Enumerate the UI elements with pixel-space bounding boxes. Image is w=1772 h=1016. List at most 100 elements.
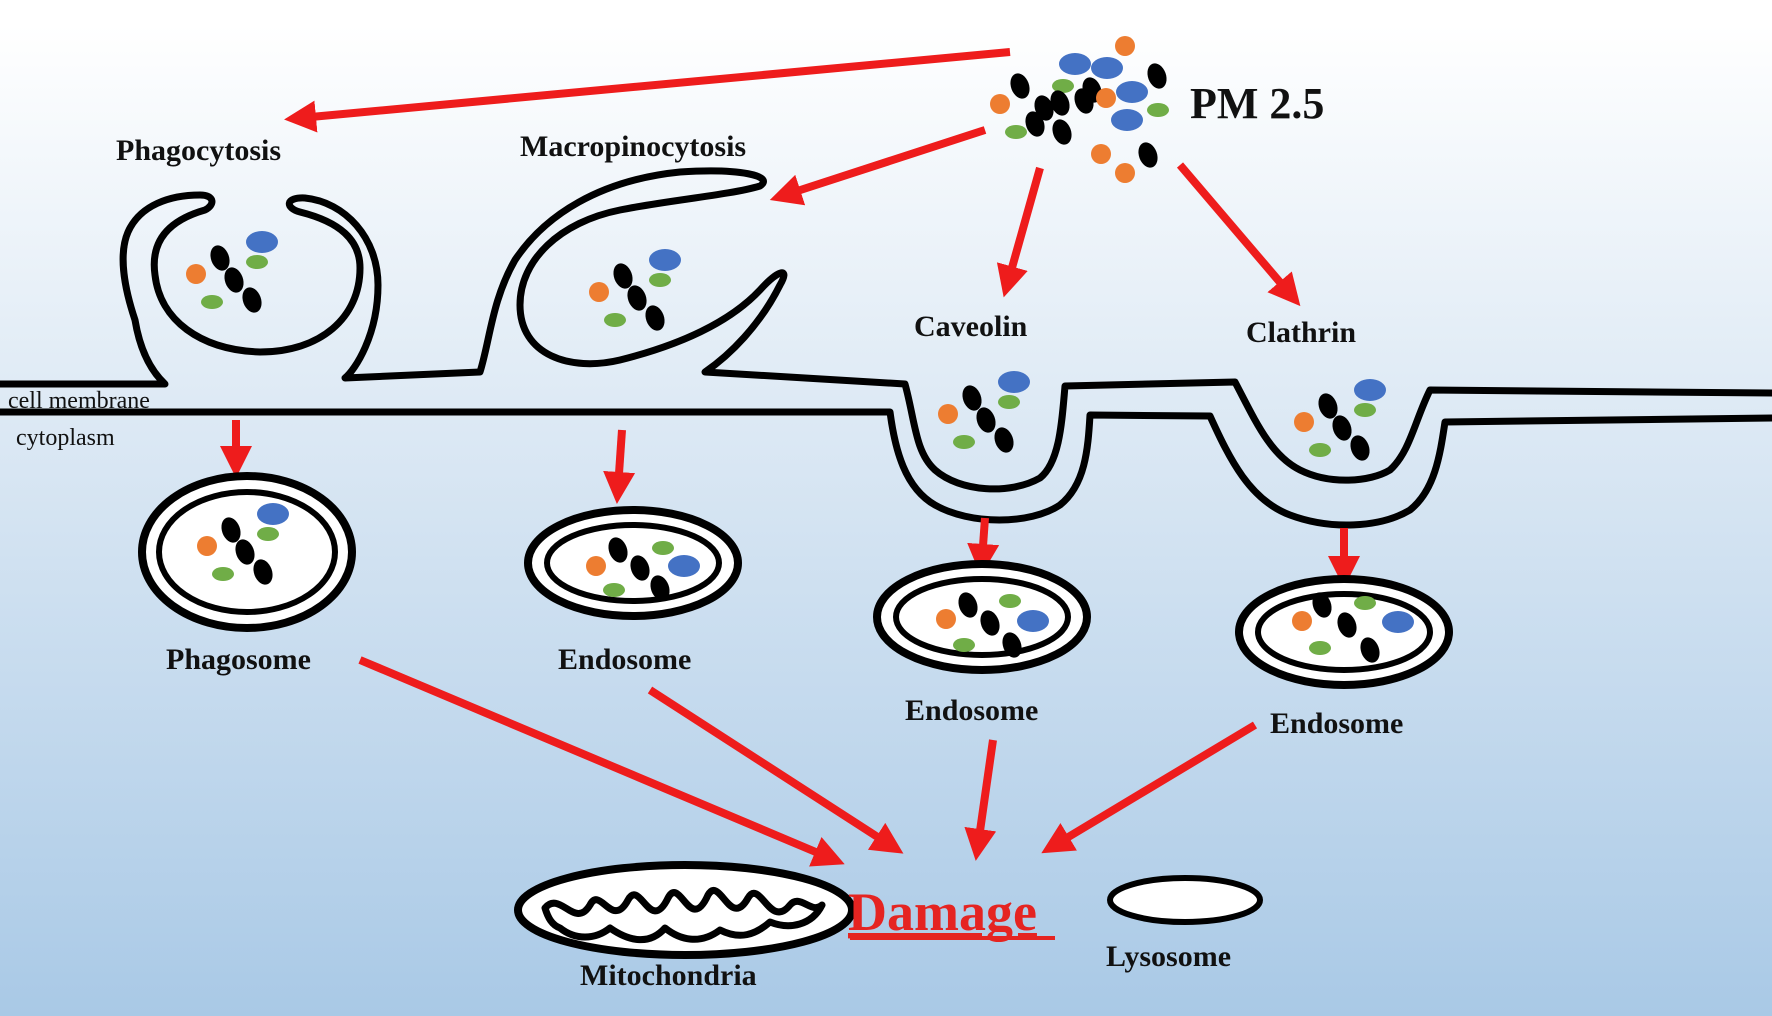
arrow-to-endosome-macro bbox=[603, 429, 636, 504]
particle-green bbox=[649, 273, 671, 287]
particle-black bbox=[235, 539, 255, 565]
particle-blue bbox=[1091, 57, 1123, 79]
particle-orange bbox=[1096, 88, 1116, 108]
particle-orange bbox=[589, 282, 609, 302]
particle-orange bbox=[1294, 412, 1314, 432]
arrow-endosome-macro-to-damage bbox=[647, 686, 904, 854]
endosome-macro-label: Endosome bbox=[558, 643, 691, 676]
particle-blue bbox=[257, 503, 289, 525]
particle-black bbox=[1010, 73, 1030, 99]
particle-green bbox=[212, 567, 234, 581]
particle-black bbox=[613, 263, 633, 289]
arrow-endosome-caveolin-to-damage bbox=[964, 739, 997, 861]
particle-orange bbox=[936, 609, 956, 629]
phagosome-label: Phagosome bbox=[166, 643, 311, 676]
phagocytosis-label: Phagocytosis bbox=[116, 134, 281, 167]
particle-black bbox=[608, 537, 628, 563]
particle-green bbox=[246, 255, 268, 269]
particle-black bbox=[1318, 393, 1338, 419]
endosome-clathrin-label: Endosome bbox=[1270, 707, 1403, 740]
cell-membrane-outer bbox=[0, 167, 1772, 493]
particle-blue bbox=[1382, 611, 1414, 633]
mitochondria bbox=[514, 861, 856, 959]
internalization-arrows bbox=[220, 420, 1360, 588]
particle-black bbox=[650, 575, 670, 601]
endosome-clathrin-particles bbox=[1292, 592, 1414, 663]
particle-black bbox=[253, 559, 273, 585]
particle-black bbox=[1350, 435, 1370, 461]
endosome-caveolin-label: Endosome bbox=[905, 694, 1038, 727]
arrow-to-clathrin bbox=[1176, 162, 1301, 307]
particle-blue bbox=[649, 249, 681, 271]
arrow-to-phagocytosis bbox=[284, 48, 1011, 133]
particle-black bbox=[1332, 415, 1352, 441]
particle-black bbox=[958, 592, 978, 618]
particle-green bbox=[953, 638, 975, 652]
particle-black bbox=[1025, 111, 1045, 137]
particle-black bbox=[242, 287, 262, 313]
particle-green bbox=[1309, 443, 1331, 457]
particle-black bbox=[1138, 142, 1158, 168]
clathrin-label: Clathrin bbox=[1246, 316, 1356, 349]
particle-orange bbox=[586, 556, 606, 576]
particle-blue bbox=[668, 555, 700, 577]
particle-green bbox=[1005, 125, 1027, 139]
macropinocytosis-label: Macropinocytosis bbox=[520, 130, 746, 163]
particle-orange bbox=[1115, 163, 1135, 183]
particle-green bbox=[1052, 79, 1074, 93]
cytoplasm-label: cytoplasm bbox=[16, 425, 115, 451]
particle-black bbox=[224, 267, 244, 293]
particle-black bbox=[645, 305, 665, 331]
phagocytic-cup-particles bbox=[186, 231, 278, 313]
particle-black bbox=[1052, 119, 1072, 145]
damage-label: Damage bbox=[848, 882, 1037, 942]
arrow-to-caveolin bbox=[996, 166, 1044, 298]
particle-green bbox=[603, 583, 625, 597]
pm25-particle-cloud bbox=[990, 36, 1169, 183]
arrow-to-endosome-caveolin bbox=[967, 517, 1000, 576]
pm25-arrows bbox=[284, 48, 1301, 307]
particle-green bbox=[1147, 103, 1169, 117]
macropinocytic-cup-particles bbox=[589, 249, 681, 331]
particle-blue bbox=[1116, 81, 1148, 103]
particle-black bbox=[1002, 632, 1022, 658]
caveolin-label: Caveolin bbox=[914, 310, 1028, 343]
particle-black bbox=[630, 555, 650, 581]
particle-orange bbox=[197, 536, 217, 556]
particle-black bbox=[976, 407, 996, 433]
clathrin-pit-particles bbox=[1294, 379, 1386, 461]
endosome-caveolin-particles bbox=[936, 592, 1049, 658]
particle-black bbox=[210, 245, 230, 271]
endosome-macro-particles bbox=[586, 537, 700, 601]
cell-membrane-inner bbox=[0, 408, 1772, 529]
particle-black bbox=[1074, 88, 1094, 114]
particle-blue bbox=[246, 231, 278, 253]
caveolin-pit-particles bbox=[938, 371, 1030, 453]
particle-orange bbox=[938, 404, 958, 424]
particle-green bbox=[1309, 641, 1331, 655]
particle-black bbox=[994, 427, 1014, 453]
lysosome bbox=[1107, 875, 1263, 925]
particle-black bbox=[1312, 592, 1332, 618]
particle-green bbox=[953, 435, 975, 449]
particle-green bbox=[201, 295, 223, 309]
particle-black bbox=[1147, 63, 1167, 89]
mitochondria-label: Mitochondria bbox=[580, 959, 757, 992]
particle-green bbox=[998, 395, 1020, 409]
particle-blue bbox=[1111, 109, 1143, 131]
cell-membrane-label: cell membrane bbox=[8, 388, 150, 414]
particle-orange bbox=[1091, 144, 1111, 164]
arrow-to-macropinocytosis bbox=[769, 126, 987, 206]
particle-blue bbox=[1017, 610, 1049, 632]
particle-black bbox=[1337, 612, 1357, 638]
particle-black bbox=[1360, 637, 1380, 663]
particle-blue bbox=[1354, 379, 1386, 401]
particle-black bbox=[627, 285, 647, 311]
mitochondria-cristae bbox=[541, 887, 826, 944]
particle-black bbox=[980, 610, 1000, 636]
phagosome-particles bbox=[197, 503, 289, 585]
particle-green bbox=[257, 527, 279, 541]
particle-blue bbox=[1059, 53, 1091, 75]
particle-green bbox=[999, 594, 1021, 608]
